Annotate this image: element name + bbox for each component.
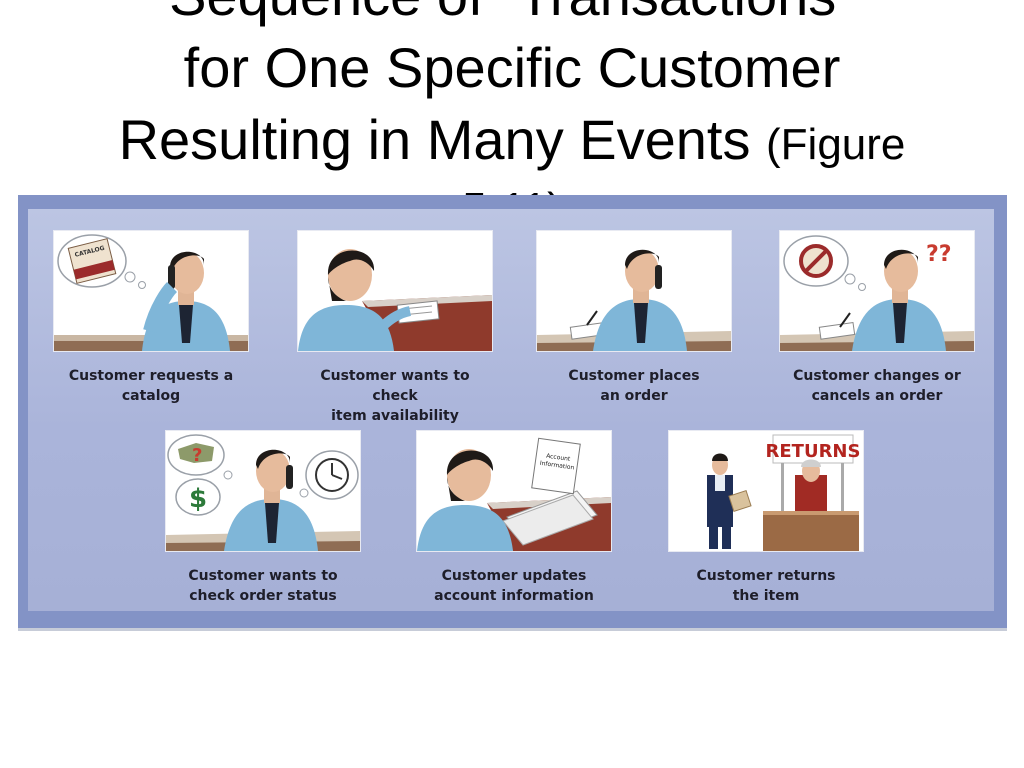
step-place-order: Customer places an order [536,230,732,406]
title-line-2: for One Specific Customer [183,36,841,99]
returns-sign-text: RETURNS [766,441,861,462]
step-return-item: RETURNS Customer returns [668,430,864,606]
desk-form-icon [297,230,493,352]
title-line-3-main: Resulting in Many Events [118,108,751,171]
step-update-account: Account Information Customer updates acc… [416,430,612,606]
map-dollar-clock-icon: ? $ [165,430,361,552]
step-check-order-status: ? $ Customer wants to che [165,430,361,606]
account-info-text: Account [546,453,572,463]
title-line-3: Resulting in Many Events (Figure [0,104,1024,181]
step-caption: Customer requests a catalog [68,368,234,404]
svg-text:Information: Information [539,460,575,472]
step-caption: Customer places an order [568,368,700,404]
title-figure-ref: (Figure [766,120,906,169]
step-caption: Customer returns the item [696,568,836,604]
question-mark: ? [192,445,202,466]
account-info-icon: Account Information [416,430,612,552]
step-request-catalog: CATALOG Customer requests a catalog [53,230,249,406]
cancel-question-icon: ?? [779,230,975,352]
step-change-cancel-order: ?? Customer changes or cancels an order [779,230,975,406]
dollar-sign: $ [189,484,207,514]
question-marks: ?? [926,242,952,267]
title-line-1: Sequence of “Transactions” [0,0,1024,32]
step-caption: Customer wants to check order status [188,568,338,604]
returns-counter-icon: RETURNS [668,430,864,552]
phone-writing-icon [536,230,732,352]
step-check-availability: Customer wants to check item availabilit… [297,230,493,426]
step-caption: Customer changes or cancels an order [793,368,961,404]
step-caption: Customer updates account information [434,568,594,604]
figure-inner: CATALOG Customer requests a catalog [28,209,994,611]
figure-panel: CATALOG Customer requests a catalog [18,195,1007,631]
phone-catalog-icon: CATALOG [53,230,249,352]
step-caption: Customer wants to check item availabilit… [320,368,470,424]
